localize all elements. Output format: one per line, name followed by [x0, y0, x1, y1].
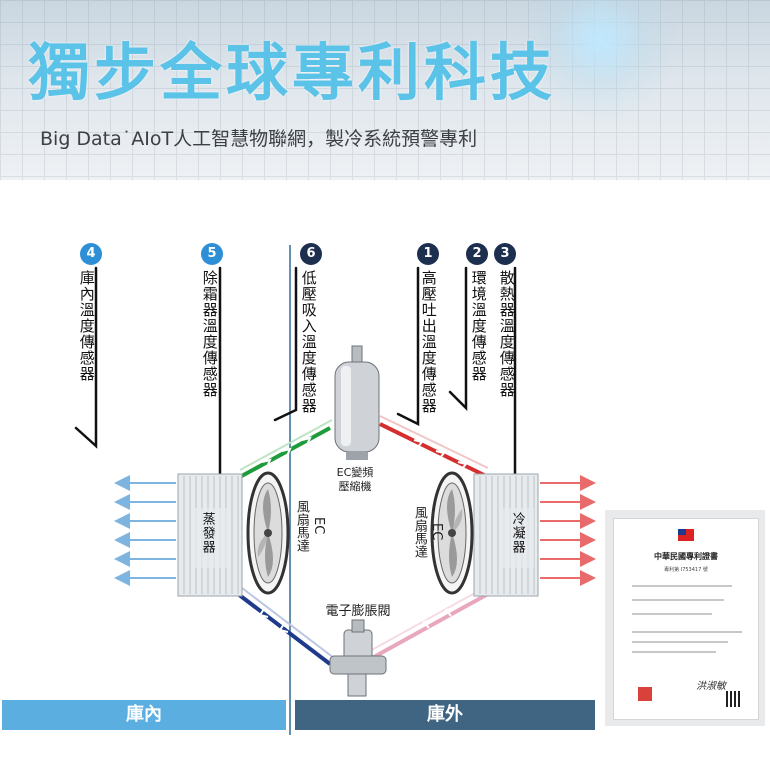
fan-right — [430, 471, 474, 595]
certificate-text-line — [632, 641, 728, 643]
refrigerant-pipes — [236, 415, 489, 666]
page-title: 獨步全球專利科技 — [28, 36, 557, 109]
header-banner: 獨步全球專利科技 Big Data˙AIoT人工智慧物聯網，製冷系統預警專利 — [0, 0, 770, 180]
sensor-6-leader — [273, 266, 298, 422]
certificate-text-line — [632, 631, 742, 633]
sensor-3-badge: 3 — [494, 243, 516, 265]
sensor-5-badge: 5 — [201, 243, 223, 265]
sensor-2-badge: 2 — [466, 243, 488, 265]
hot-airflow — [540, 475, 596, 586]
condenser-label: 冷凝器 — [509, 512, 525, 554]
valve-label: 電子膨脹閥 — [325, 604, 391, 619]
certificate-title: 中華民國專利證書 — [654, 551, 718, 561]
sensor-1-leader — [396, 266, 420, 427]
certificate-paper: 中華民國專利證書 專利第 I753417 號 洪淑敏 — [613, 518, 759, 720]
fan-left — [246, 471, 290, 595]
condenser-coil — [473, 473, 539, 597]
flow-arrows — [258, 436, 468, 633]
sensor-1-badge: 1 — [417, 243, 439, 265]
fan-left-label: EC 風扇馬達 — [292, 500, 326, 552]
sensor-3-label: 散熱器溫度傳感器 — [497, 270, 516, 398]
page-subtitle: Big Data˙AIoT人工智慧物聯網，製冷系統預警專利 — [40, 128, 478, 150]
pipe-return — [236, 592, 332, 666]
evaporator-label: 蒸發器 — [199, 512, 215, 554]
sensor-5-label: 除霜器溫度傳感器 — [200, 270, 219, 398]
zone-outside-bar: 庫外 — [295, 700, 595, 730]
expansion-valve — [329, 619, 387, 697]
fan-right-label-text: EC 風扇馬達 — [411, 506, 444, 558]
cold-airflow — [114, 475, 176, 586]
sensor-4-badge: 4 — [80, 243, 102, 265]
sensor-2-leader — [448, 266, 468, 412]
certificate-text-line — [632, 599, 724, 601]
sensor-6-badge: 6 — [300, 243, 322, 265]
patent-certificate: 中華民國專利證書 專利第 I753417 號 洪淑敏 — [605, 510, 765, 726]
certificate-text-line — [632, 585, 732, 587]
flag-icon — [678, 529, 694, 541]
pipe-suction — [237, 426, 331, 480]
fan-left-label-text: EC 風扇馬達 — [293, 500, 326, 552]
sensor-4-leader — [74, 266, 98, 449]
compressor — [334, 345, 380, 460]
sensor-6-label: 低壓吸入溫度傳感器 — [299, 270, 318, 414]
pipe-discharge — [379, 422, 487, 478]
sensor-4-label: 庫內溫度傳感器 — [77, 270, 96, 382]
seal-stamp-icon — [638, 687, 652, 701]
qr-code-icon — [726, 691, 742, 707]
fan-right-label: EC 風扇馬達 — [410, 506, 444, 558]
sensor-1-label: 高壓吐出溫度傳感器 — [419, 270, 438, 414]
compressor-label: EC變頻 壓縮機 — [336, 466, 374, 494]
sensor-2-label: 環境溫度傳感器 — [469, 270, 488, 382]
certificate-text-line — [632, 651, 716, 653]
certificate-signature: 洪淑敏 — [696, 681, 726, 692]
certificate-number: 專利第 I753417 號 — [664, 567, 708, 573]
evaporator-coil — [177, 473, 243, 597]
pipe-liquid — [371, 592, 489, 660]
certificate-text-line — [632, 613, 712, 615]
zone-inside-bar: 庫內 — [2, 700, 286, 730]
